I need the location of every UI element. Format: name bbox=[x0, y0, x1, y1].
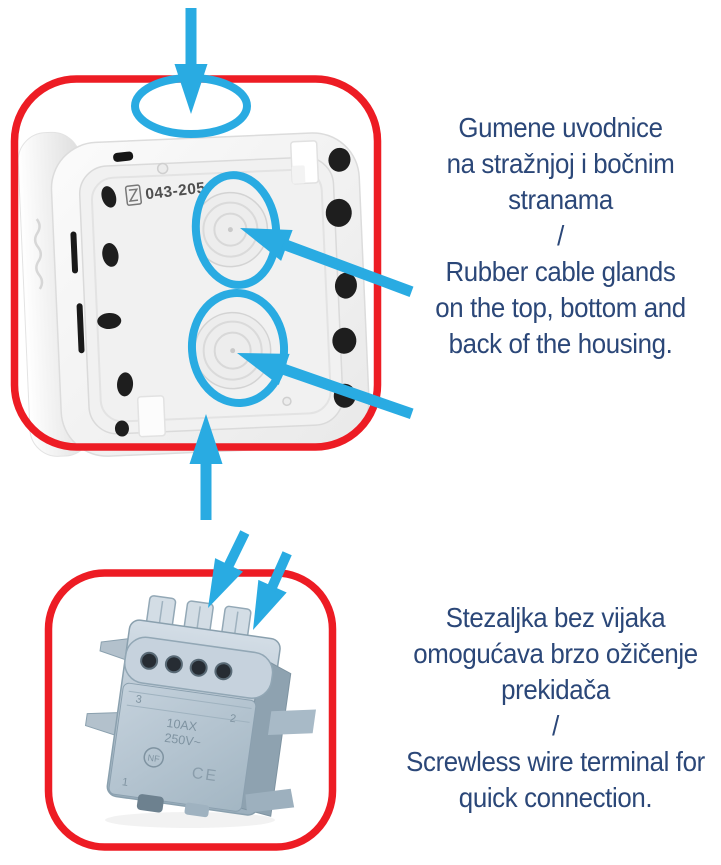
terminal-foot-tab bbox=[184, 802, 210, 818]
housing-holes-group bbox=[70, 147, 357, 437]
screw-recess bbox=[156, 162, 169, 175]
callout-line-hr: omogućava brzo ožičenje bbox=[413, 638, 698, 669]
screw-recess bbox=[282, 396, 292, 407]
gland-highlight-ellipse-back-1 bbox=[191, 171, 281, 289]
callout-line-hr: Gumene uvodnice bbox=[458, 112, 663, 143]
terminal-number-2: 2 bbox=[229, 713, 237, 726]
junction-box-figure: 043-205 bbox=[17, 131, 370, 457]
product-code-label: 043-205 bbox=[145, 180, 207, 204]
housing-notch-step bbox=[291, 165, 306, 184]
arrow-to-terminal-1-icon bbox=[208, 530, 250, 608]
voltage-label: 250V~ bbox=[164, 731, 202, 750]
terminal-shadow bbox=[105, 812, 275, 828]
callout-arrows-top bbox=[174, 8, 414, 520]
terminal-number-3: 3 bbox=[135, 693, 143, 706]
arrow-down-icon bbox=[174, 8, 208, 114]
callout-text-glands: Gumene uvodnice na stražnjoj i bočnim st… bbox=[410, 110, 712, 362]
molded-side-marking bbox=[33, 218, 44, 290]
callout-separator: / bbox=[552, 710, 559, 741]
arrow-to-gland-2-icon bbox=[237, 353, 414, 420]
packaging-symbol-icon bbox=[124, 184, 143, 206]
callout-text-terminal: Stezaljka bez vijaka omogućava brzo ožič… bbox=[400, 600, 711, 816]
callout-line-en: back of the housing. bbox=[448, 328, 673, 359]
terminal-block-figure: 3 2 10AX 250V~ NF CE 1 bbox=[84, 595, 316, 818]
callout-separator: / bbox=[557, 220, 564, 251]
gland-highlight-ellipse-back-2 bbox=[187, 289, 289, 407]
highlight-frame-bottom bbox=[44, 569, 337, 851]
nf-cert-mark: NF bbox=[147, 753, 161, 765]
callout-line-hr: prekidača bbox=[501, 674, 610, 705]
arrow-up-icon bbox=[189, 414, 223, 520]
arrow-to-terminal-2-icon bbox=[253, 551, 292, 630]
callout-line-en: Rubber cable glands bbox=[445, 256, 676, 287]
callout-line-hr: stranama bbox=[508, 184, 613, 215]
callout-line-en: Screwless wire terminal for bbox=[406, 746, 705, 777]
ce-cert-mark: CE bbox=[191, 765, 219, 785]
wire-entry-holes bbox=[140, 651, 233, 681]
callout-arrows-bottom bbox=[208, 530, 292, 630]
terminal-foot-right bbox=[245, 788, 295, 813]
terminal-front-face bbox=[108, 682, 257, 812]
callout-line-en: on the top, bottom and bbox=[435, 292, 686, 323]
callout-line-en: quick connection. bbox=[458, 782, 653, 813]
terminal-markings: 3 2 10AX 250V~ NF CE 1 bbox=[121, 693, 237, 789]
terminal-foot-peg bbox=[136, 794, 164, 813]
callout-line-hr: Stezaljka bez vijaka bbox=[445, 602, 666, 633]
terminal-number-1: 1 bbox=[121, 776, 129, 789]
rating-label: 10AX bbox=[166, 716, 199, 734]
terminal-lug-right bbox=[267, 709, 316, 736]
arrow-to-gland-1-icon bbox=[240, 228, 414, 297]
housing-notch-bottom bbox=[136, 395, 166, 438]
callout-line-hr: na stražnjoj i bočnim bbox=[446, 148, 675, 179]
